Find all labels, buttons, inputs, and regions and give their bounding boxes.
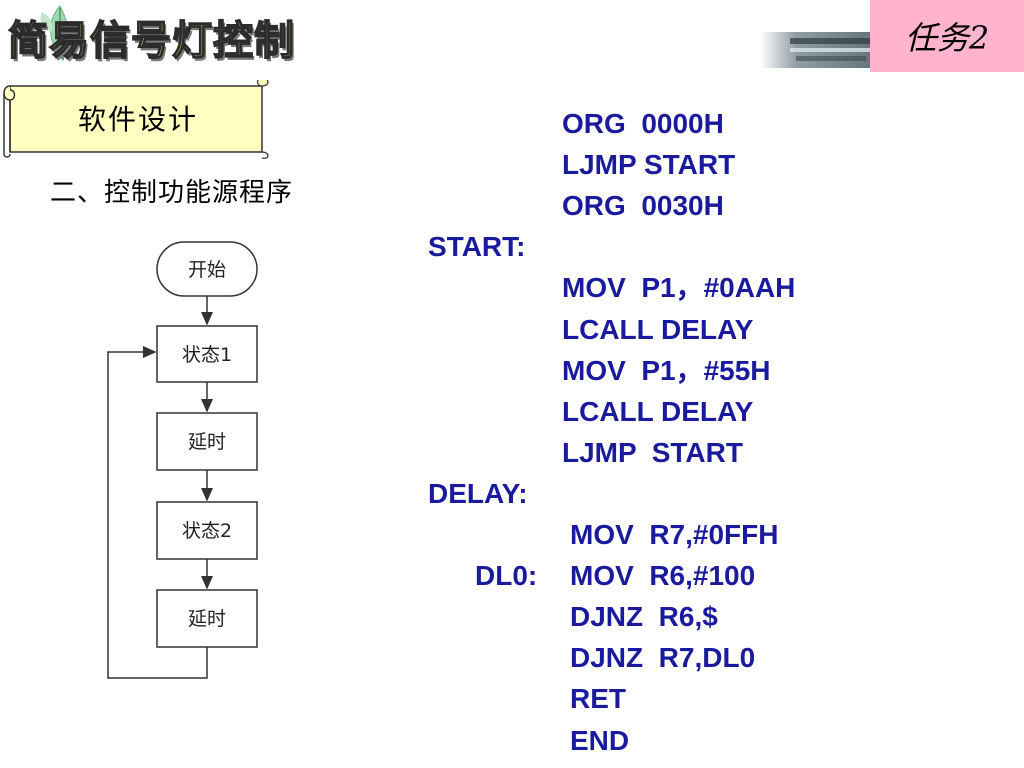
code-instruction: LCALL DELAY xyxy=(562,314,754,345)
task-badge: 任务2 xyxy=(870,0,1024,72)
flow-node-start-label: 开始 xyxy=(188,259,226,281)
code-instruction: DJNZ R6,$ xyxy=(570,601,718,632)
code-instruction: LCALL DELAY xyxy=(562,396,754,427)
code-instruction: MOV P1，#55H xyxy=(562,355,771,386)
code-instruction: RET xyxy=(570,683,626,714)
task-badge-label: 任务2 xyxy=(904,19,990,57)
flow-loop-line xyxy=(107,346,208,679)
flow-node-delay1 xyxy=(156,412,258,471)
flow-node-delay2 xyxy=(156,589,258,648)
flowchart: 开始 状态1 延时 状态2 延时 xyxy=(107,241,258,679)
code-label: DL0: xyxy=(475,560,538,591)
flow-node-state2 xyxy=(156,501,258,560)
code-instruction: ORG 0000H xyxy=(562,108,724,139)
code-instruction: ORG 0030H xyxy=(562,190,724,221)
code-label: DELAY: xyxy=(428,478,528,509)
code-instruction: MOV R6,#100 xyxy=(570,560,756,591)
code-instruction: DJNZ R7,DL0 xyxy=(570,642,756,673)
page-title: 简易信号灯控制 xyxy=(7,16,295,65)
banner-label: 软件设计 xyxy=(77,103,198,136)
flow-node-delay2-label: 延时 xyxy=(188,608,226,630)
code-instruction: LJMP START xyxy=(562,149,736,180)
scroll-banner xyxy=(3,80,269,159)
leaf-icon xyxy=(40,5,69,61)
code-instruction: END xyxy=(570,725,630,756)
code-instruction: LJMP START xyxy=(562,437,743,468)
code-instruction: MOV R7,#0FFH xyxy=(570,519,779,550)
code-instruction: MOV P1，#0AAH xyxy=(562,272,796,303)
section-heading: 二、控制功能源程序 xyxy=(50,178,294,208)
flow-node-delay1-label: 延时 xyxy=(188,431,226,453)
code-label: START: xyxy=(428,231,526,262)
flow-node-state1 xyxy=(156,325,258,383)
flow-node-state2-label: 状态2 xyxy=(182,520,232,542)
flow-node-state1-label: 状态1 xyxy=(182,344,232,366)
decorative-strip xyxy=(760,32,880,68)
